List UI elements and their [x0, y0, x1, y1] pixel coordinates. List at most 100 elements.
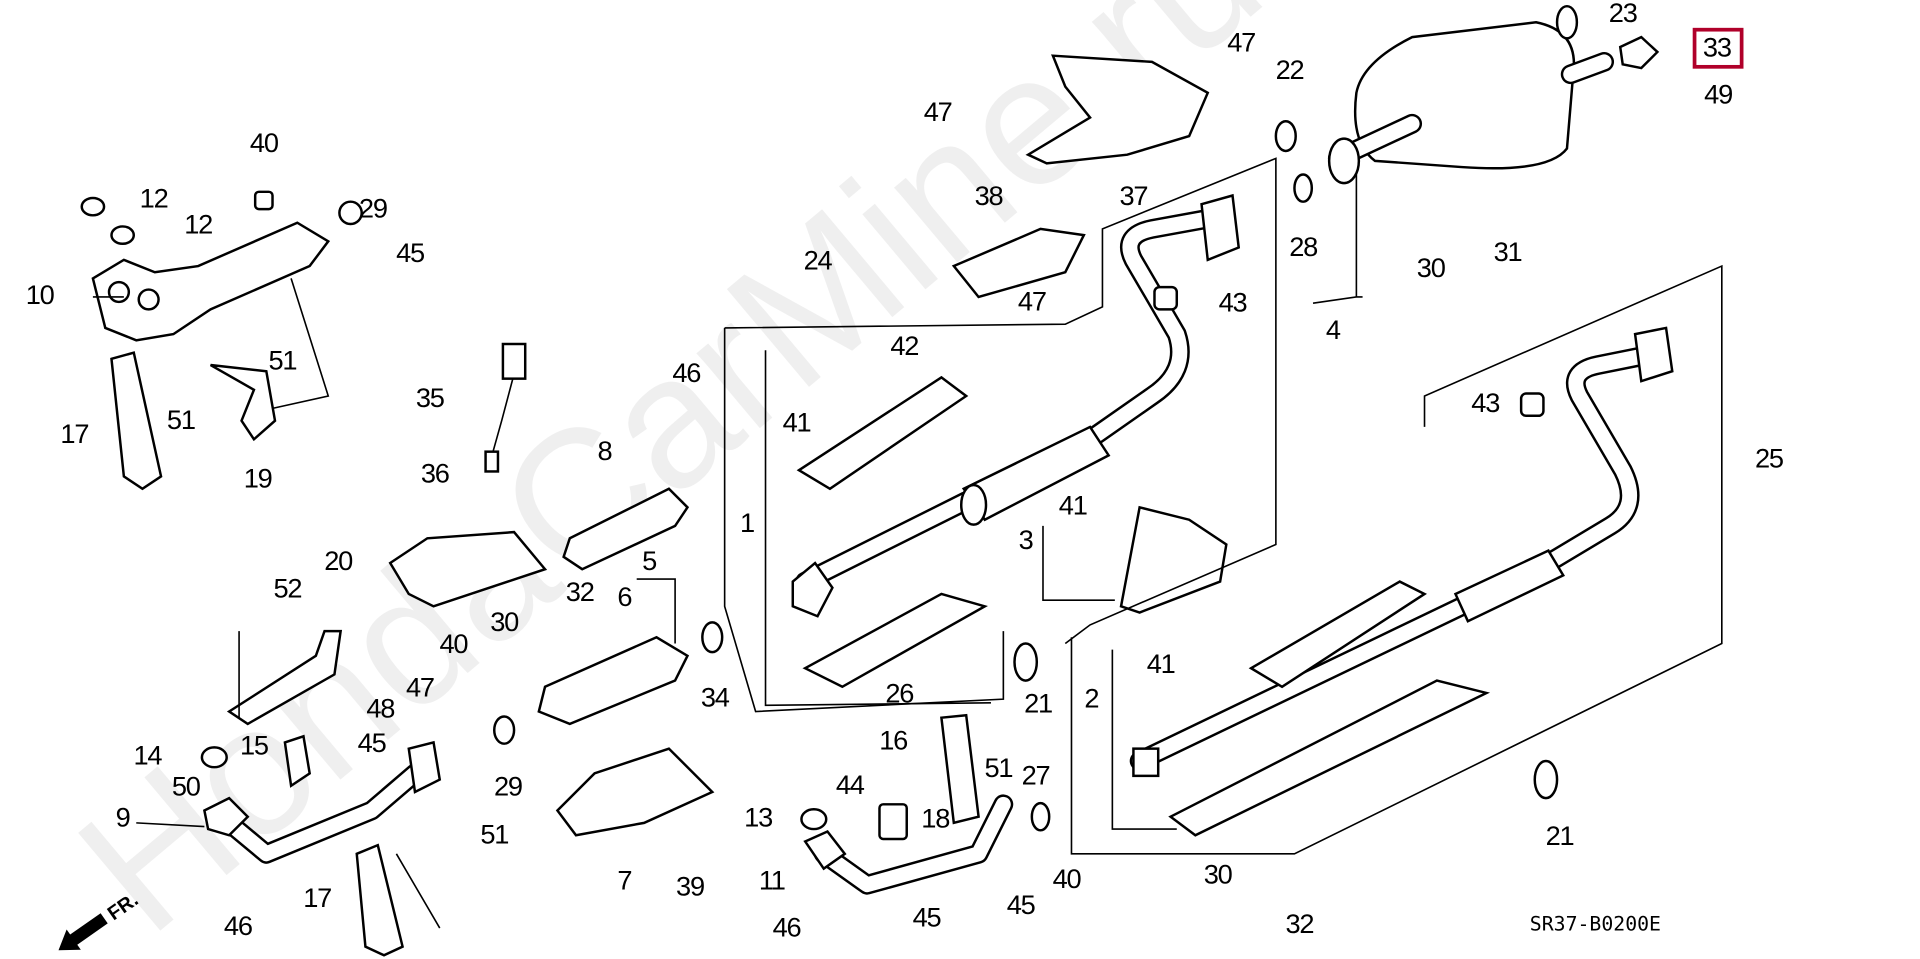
bracket-shield-2b[interactable] — [1168, 679, 1491, 837]
callout-41[interactable]: 41 — [783, 407, 812, 438]
muffler-4[interactable] — [1327, 21, 1660, 185]
callout-35[interactable]: 35 — [416, 382, 445, 413]
bracket-shield-2a[interactable] — [1248, 580, 1428, 689]
callout-41[interactable]: 41 — [1059, 490, 1088, 521]
nut-40[interactable] — [253, 190, 274, 211]
callout-19[interactable]: 19 — [244, 462, 273, 493]
gasket-27[interactable] — [1030, 801, 1051, 832]
pipe-25[interactable] — [1129, 326, 1674, 778]
gasket-28[interactable] — [1293, 173, 1314, 203]
callout-5[interactable]: 5 — [642, 545, 657, 576]
callout-23[interactable]: 23 — [1609, 0, 1638, 28]
callout-51[interactable]: 51 — [269, 345, 298, 376]
callout-34[interactable]: 34 — [701, 681, 731, 712]
callout-30[interactable]: 30 — [1204, 858, 1234, 889]
callout-29[interactable]: 29 — [494, 770, 523, 801]
callout-49[interactable]: 49 — [1704, 79, 1733, 110]
callout-46[interactable]: 46 — [773, 911, 802, 942]
bracket-17b[interactable] — [355, 843, 405, 957]
hanger-rubber-22[interactable] — [1274, 120, 1297, 153]
bracket-19[interactable] — [209, 363, 277, 442]
callout-40[interactable]: 40 — [439, 628, 469, 659]
gasket-14[interactable] — [200, 746, 228, 769]
bracket-shield-3[interactable] — [1119, 505, 1228, 614]
bracket-15[interactable] — [283, 734, 312, 788]
damper-18[interactable] — [878, 803, 908, 841]
gasket-12b[interactable] — [110, 225, 136, 246]
callout-32[interactable]: 32 — [1285, 908, 1314, 939]
callout-21[interactable]: 21 — [1546, 820, 1575, 851]
callout-37[interactable]: 37 — [1120, 180, 1149, 211]
catalytic-converter-5[interactable] — [537, 635, 690, 726]
callout-9[interactable]: 9 — [116, 801, 131, 832]
heat-shield-37[interactable] — [1025, 54, 1210, 165]
callout-44[interactable]: 44 — [836, 769, 866, 800]
callout-45[interactable]: 45 — [396, 237, 425, 268]
callout-29[interactable]: 29 — [359, 193, 388, 224]
gasket-29b[interactable] — [338, 200, 363, 226]
callout-39[interactable]: 39 — [676, 871, 705, 902]
callout-52[interactable]: 52 — [273, 572, 302, 603]
callout-12[interactable]: 12 — [140, 183, 169, 214]
gasket-34[interactable] — [701, 621, 724, 654]
callout-26[interactable]: 26 — [885, 678, 914, 709]
callout-47[interactable]: 47 — [924, 96, 953, 127]
callout-7[interactable]: 7 — [617, 864, 632, 895]
hanger-rubber-23[interactable] — [1555, 4, 1579, 40]
bracket-17[interactable] — [110, 351, 163, 491]
callout-28[interactable]: 28 — [1289, 231, 1318, 262]
callout-18[interactable]: 18 — [921, 803, 950, 834]
callout-51[interactable]: 51 — [480, 819, 509, 850]
callout-41[interactable]: 41 — [1147, 648, 1176, 679]
callout-4[interactable]: 4 — [1326, 314, 1342, 345]
heat-shield-38[interactable] — [951, 227, 1086, 299]
catalytic-converter-8[interactable] — [562, 487, 690, 571]
callout-8[interactable]: 8 — [598, 435, 613, 466]
callout-47[interactable]: 47 — [1018, 285, 1047, 316]
front-pipe-9[interactable] — [202, 740, 442, 864]
callout-24[interactable]: 24 — [804, 245, 834, 276]
callout-43[interactable]: 43 — [1219, 287, 1248, 318]
gasket-29[interactable] — [493, 715, 516, 745]
callout-16[interactable]: 16 — [879, 725, 908, 756]
callout-14[interactable]: 14 — [133, 739, 163, 770]
gasket-12[interactable] — [80, 196, 106, 217]
callout-15[interactable]: 15 — [240, 730, 269, 761]
callout-31[interactable]: 31 — [1494, 236, 1523, 267]
hanger-rubber-21b[interactable] — [1533, 759, 1559, 800]
bracket-20[interactable] — [226, 629, 343, 726]
callout-40[interactable]: 40 — [250, 127, 280, 158]
callout-10[interactable]: 10 — [26, 279, 56, 310]
callout-48[interactable]: 48 — [366, 692, 395, 723]
callout-11[interactable]: 11 — [759, 864, 786, 895]
bracket-16[interactable] — [940, 713, 980, 825]
callout-25[interactable]: 25 — [1755, 443, 1784, 474]
callout-20[interactable]: 20 — [324, 545, 354, 576]
callout-51[interactable]: 51 — [984, 752, 1013, 783]
callout-30[interactable]: 30 — [490, 606, 520, 637]
callout-27[interactable]: 27 — [1022, 759, 1051, 790]
callout-43[interactable]: 43 — [1471, 387, 1500, 418]
callout-17[interactable]: 17 — [60, 418, 89, 449]
callout-13[interactable]: 13 — [744, 801, 773, 832]
callout-3[interactable]: 3 — [1019, 524, 1034, 555]
callout-30[interactable]: 30 — [1417, 252, 1447, 283]
callout-45[interactable]: 45 — [358, 727, 387, 758]
callout-2[interactable]: 2 — [1084, 683, 1099, 714]
callout-45[interactable]: 45 — [1007, 889, 1036, 920]
callout-21[interactable]: 21 — [1024, 688, 1053, 719]
callout-6[interactable]: 6 — [617, 581, 632, 612]
front-pipe-11[interactable] — [803, 794, 1014, 895]
callout-42[interactable]: 42 — [890, 330, 919, 361]
callout-38[interactable]: 38 — [975, 180, 1004, 211]
callout-32[interactable]: 32 — [566, 576, 595, 607]
nut-43b[interactable] — [1519, 392, 1545, 418]
callout-40[interactable]: 40 — [1053, 863, 1083, 894]
callout-47[interactable]: 47 — [1227, 27, 1256, 58]
callout-50[interactable]: 50 — [172, 770, 202, 801]
callout-51[interactable]: 51 — [167, 404, 196, 435]
hanger-rubber-21[interactable] — [1013, 642, 1039, 682]
bracket-shield-26[interactable] — [802, 592, 988, 689]
callout-47[interactable]: 47 — [406, 671, 435, 702]
callout-33[interactable]: 33 — [1703, 32, 1732, 63]
